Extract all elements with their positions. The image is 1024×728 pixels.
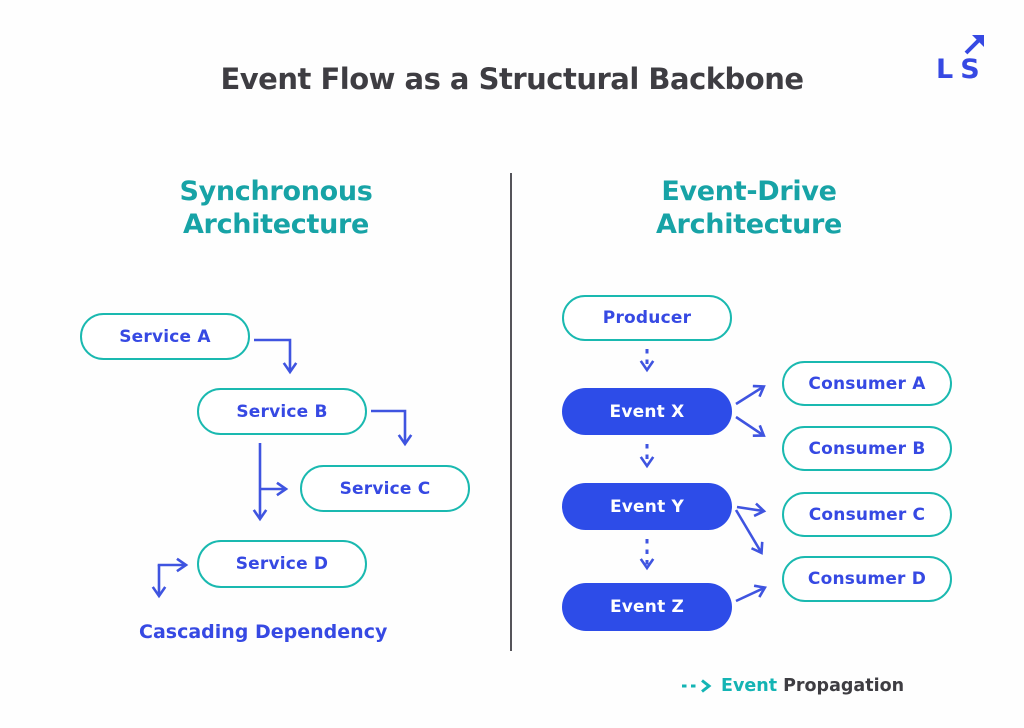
node-consumer-a: Consumer A (782, 361, 952, 406)
arrow-event-x-to-consumer-a (735, 384, 766, 406)
left-section-heading: Synchronous Architecture (179, 176, 373, 240)
node-service-d: Service D (197, 540, 367, 588)
arrow-service-b-to-c (371, 409, 413, 447)
node-consumer-b: Consumer B (782, 426, 952, 471)
node-service-c: Service C (300, 465, 470, 512)
node-event-z: Event Z (562, 583, 732, 631)
node-event-x: Event X (562, 388, 732, 435)
page-title: Event Flow as a Structural Backbone (220, 62, 804, 96)
arrow-event-y-to-consumer-d (734, 509, 764, 555)
arrow-event-y-to-consumer-c (736, 502, 767, 518)
event-propagation-dashed-arrow-icon (682, 679, 712, 693)
cascading-dependency-label: Cascading Dependency (139, 621, 388, 643)
logo-text: LS (936, 54, 987, 85)
brand-logo: LS (936, 30, 994, 84)
arrow-event-x-to-consumer-b (735, 415, 766, 438)
arrow-service-a-to-b (254, 338, 298, 375)
node-consumer-c: Consumer C (782, 492, 952, 537)
node-service-b: Service B (197, 388, 367, 435)
arrow-event-z-to-consumer-d (735, 584, 767, 603)
legend-label-accent: Event (721, 676, 778, 696)
logo-arrow-up-right-icon (964, 35, 984, 55)
legend-label-rest: Propagation (783, 676, 905, 696)
node-producer: Producer (562, 295, 732, 341)
node-service-a: Service A (80, 313, 250, 360)
node-consumer-d: Consumer D (782, 556, 952, 602)
node-event-y: Event Y (562, 483, 732, 530)
right-section-heading: Event-Drive Architecture (655, 176, 843, 240)
